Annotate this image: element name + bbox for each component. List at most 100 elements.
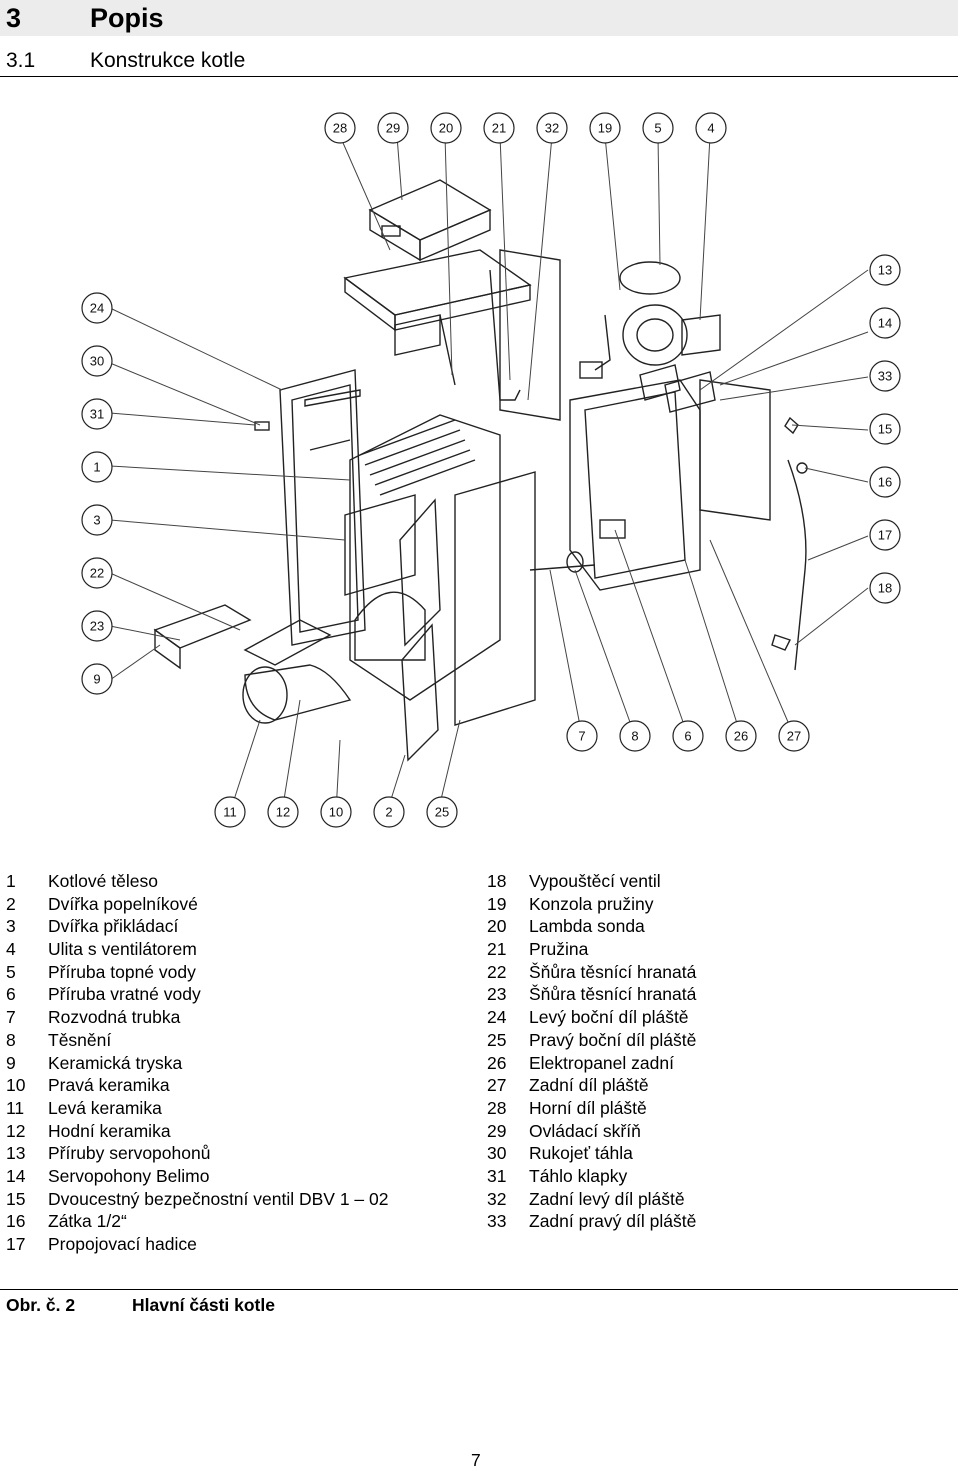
callout-circle	[869, 307, 901, 339]
chapter-number: 3	[6, 3, 22, 33]
servo-actuator	[664, 371, 716, 413]
callout-number: 23	[90, 619, 104, 634]
callout-circle	[81, 610, 113, 642]
legend-label: Horní díl pláště	[529, 1097, 647, 1118]
left-ceramic	[244, 664, 352, 721]
ceramic-nozzle-side	[154, 628, 181, 670]
legend-number: 21	[487, 939, 507, 960]
legend-label: Propojovací hadice	[48, 1234, 197, 1254]
callout-number: 11	[223, 805, 237, 820]
callout-circle	[536, 112, 568, 144]
feed-door	[399, 498, 441, 647]
callout-number: 14	[878, 316, 892, 331]
callout-circle	[642, 112, 674, 144]
bottom-left-leader-lines	[229, 699, 461, 813]
legend-item: 27 Zadní díl pláště	[487, 1074, 696, 1097]
feed-door-opening	[344, 494, 416, 596]
callout-circle	[869, 519, 901, 551]
lambda-probe	[439, 314, 456, 386]
callout-circle	[483, 112, 515, 144]
legend-number: 2	[6, 893, 16, 914]
actuator-flange	[639, 364, 681, 401]
callout-number: 12	[276, 805, 290, 820]
callout-number: 6	[684, 729, 691, 744]
callout-circle	[81, 557, 113, 589]
upper-ceramic	[243, 619, 332, 666]
legend-label: Zadní levý díl pláště	[529, 1188, 685, 1209]
distribution-tube	[529, 564, 596, 571]
bottom-right-leader-lines	[549, 529, 795, 737]
chapter-title: Popis	[90, 3, 164, 33]
legend-label: Dvířka popelníkové	[48, 893, 198, 914]
callout-circle	[725, 720, 757, 752]
callout-number: 32	[545, 121, 559, 136]
callout-number: 28	[333, 121, 347, 136]
control-box-front	[369, 208, 421, 262]
legend-label: Kotlové těleso	[48, 871, 158, 891]
boiler-body	[349, 414, 501, 701]
callout-number: 9	[93, 672, 100, 687]
legend-number: 27	[487, 1075, 507, 1096]
connecting-hose	[787, 459, 807, 671]
legend-label: Konzola pružiny	[529, 893, 654, 914]
legend-label: Levý boční díl pláště	[529, 1007, 689, 1028]
callout-number: 13	[878, 263, 892, 278]
control-box-side	[419, 208, 491, 262]
legend-number: 23	[487, 984, 507, 1005]
callout-number: 1	[93, 460, 100, 475]
left-panel-bracket	[309, 439, 351, 451]
callout-number: 25	[435, 805, 449, 820]
legend-item: 2 Dvířka popelníkové	[6, 893, 388, 916]
callout-circle	[324, 112, 356, 144]
callout-number: 30	[90, 354, 104, 369]
top-cover-front-edge	[394, 284, 531, 331]
legend-item: 17 Propojovací hadice	[6, 1233, 388, 1256]
legend-number: 29	[487, 1120, 507, 1141]
supply-pipe	[594, 314, 611, 371]
ceramic-ring	[242, 666, 288, 724]
legend-number: 25	[487, 1029, 507, 1050]
legend-item: 30 Rukojeť táhla	[487, 1142, 696, 1165]
legend-label: Pravý boční díl pláště	[529, 1029, 697, 1050]
legend-label: Příruby servopohonů	[48, 1143, 211, 1164]
callout-circle	[695, 112, 727, 144]
callout-number: 5	[654, 121, 661, 136]
legend-number: 28	[487, 1097, 507, 1118]
callout-circle	[320, 796, 352, 828]
legend-label: Rukojeť táhla	[529, 1143, 633, 1164]
legend-number: 30	[487, 1143, 507, 1164]
callout-circle	[778, 720, 810, 752]
legend-number: 16	[6, 1211, 26, 1232]
section-title: Konstrukce kotle	[90, 49, 246, 72]
legend-number: 26	[487, 1052, 507, 1073]
legend-number: 19	[487, 893, 507, 914]
legend-label: Zadní díl pláště	[529, 1075, 649, 1096]
callout-number: 33	[878, 369, 892, 384]
callout-circle	[81, 663, 113, 695]
legend-label: Šňůra těsnící hranatá	[529, 961, 697, 982]
legend-number: 17	[6, 1234, 26, 1254]
callout-circle	[81, 451, 113, 483]
legend-number: 15	[6, 1188, 26, 1209]
legend-number: 32	[487, 1188, 507, 1209]
top-cover-edge	[344, 276, 396, 332]
legend-number: 5	[6, 961, 16, 982]
rear-right-panel	[699, 379, 771, 521]
legend-label: Lambda sonda	[529, 916, 645, 937]
callout-circle	[566, 720, 598, 752]
